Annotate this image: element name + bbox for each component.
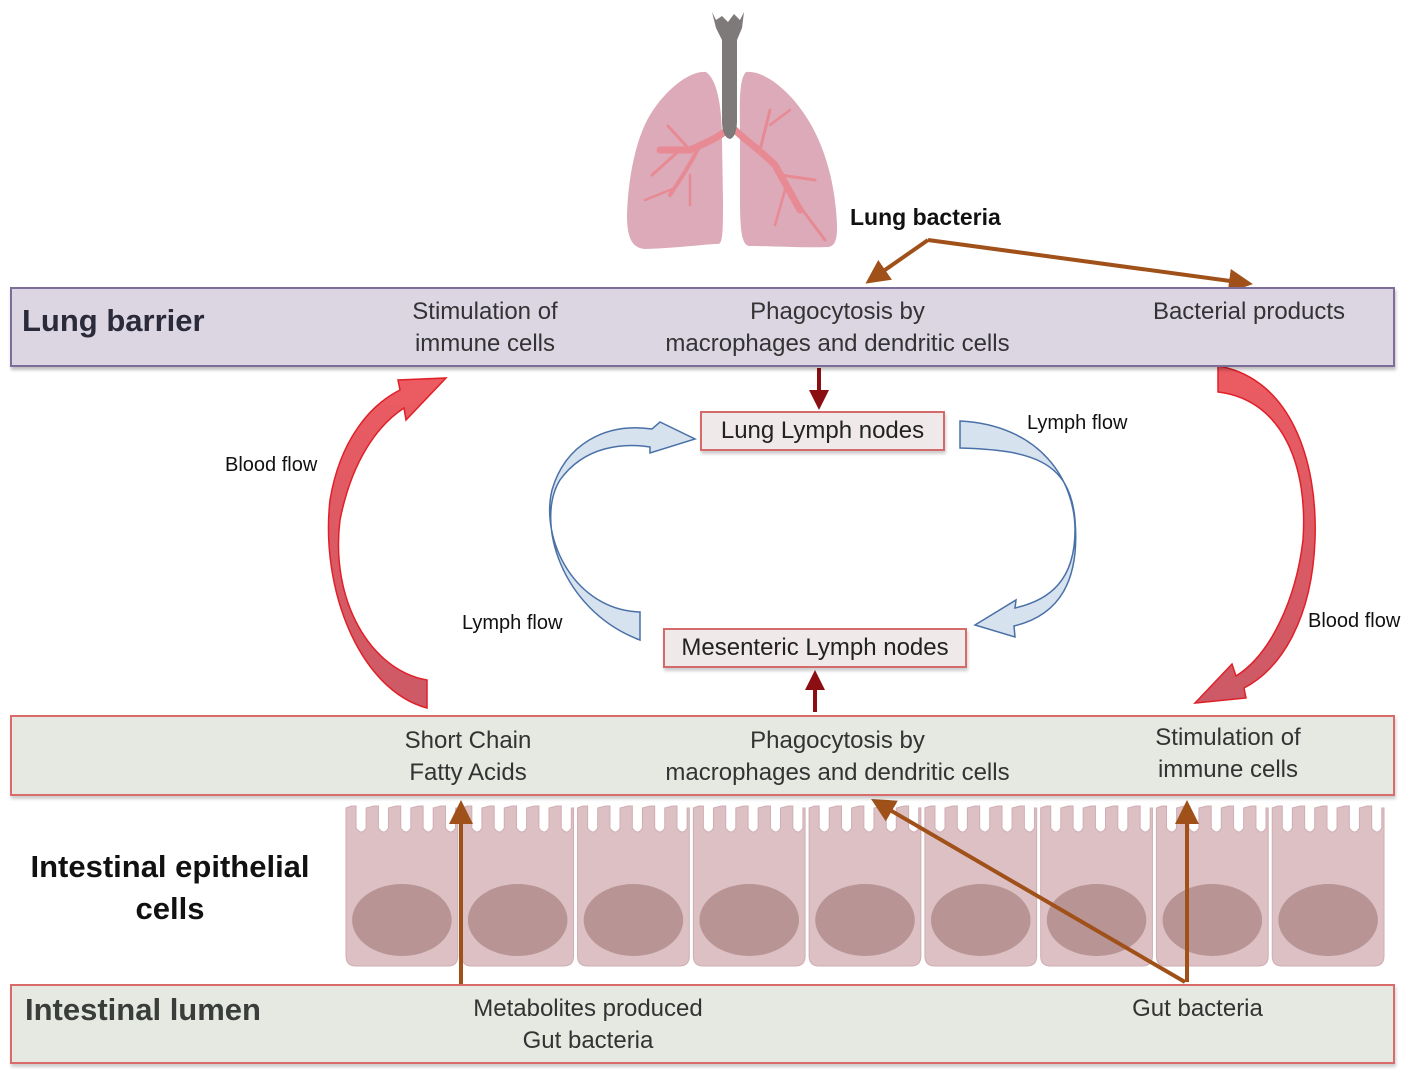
cell-nucleus	[930, 884, 1031, 956]
epithelial-cell	[1271, 805, 1385, 967]
lung-stimulation-line-1: Stimulation of	[412, 298, 558, 325]
cell-nucleus	[467, 884, 568, 956]
scfa-line-1: Short Chain	[404, 727, 532, 754]
cell-nucleus	[1046, 884, 1147, 956]
lung-stimulation-line-2: immune cells	[414, 330, 556, 357]
intestinal-lumen-band	[10, 984, 1395, 1064]
lung-bacteria-label: Lung bacteria	[850, 204, 1001, 230]
epithelial-cell	[577, 805, 690, 967]
mesenteric-lymph-nodes-box: Mesenteric Lymph nodes	[663, 628, 967, 668]
intestinal-lumen-heading: Intestinal lumen	[25, 992, 261, 1027]
epithelial-cell	[1040, 805, 1153, 967]
intestinal-barrier-band	[10, 715, 1395, 796]
epithelial-cell	[345, 805, 459, 967]
gut-phagocytosis-text: Phagocytosis by macrophages and dendriti…	[640, 725, 1035, 789]
arrow-to-phagocytosis	[865, 238, 930, 284]
right-lung	[739, 71, 838, 248]
gut-stimulation-line-1: Stimulation of	[1155, 724, 1301, 751]
lung-phagocytosis-line-2: macrophages and dendritic cells	[665, 330, 1010, 357]
bronchi	[643, 108, 827, 242]
lungs-illustration	[627, 12, 838, 249]
cell-nucleus	[699, 884, 800, 956]
cell-nucleus	[1162, 884, 1263, 956]
blood-flow-arrow-left	[327, 377, 448, 709]
lung-phagocytosis-line-1: Phagocytosis by	[750, 298, 925, 325]
lymph-flow-arrow-left	[548, 421, 698, 642]
cell-nucleus	[352, 884, 452, 956]
epithelial-cells	[345, 805, 1385, 967]
gut-phagocytosis-line-2: macrophages and dendritic cells	[665, 759, 1010, 786]
metabolites-text: Metabolites produced Gut bacteria	[448, 993, 728, 1057]
cell-nucleus	[583, 884, 684, 956]
trachea	[712, 12, 744, 139]
arrow-gut-bacteria-to-phagocytosis	[871, 798, 1187, 984]
left-lung	[627, 71, 723, 249]
epithelial-cell	[1155, 805, 1269, 967]
epithelial-heading-line-1: Intestinal epithelial	[30, 849, 310, 884]
epithelial-heading-line-2: cells	[135, 891, 205, 926]
metabolites-line-1: Metabolites produced	[473, 995, 703, 1022]
gut-bacteria-text: Gut bacteria	[1132, 995, 1263, 1022]
lung-barrier-heading: Lung barrier	[22, 303, 205, 338]
lymph-flow-arrow-right	[959, 420, 1077, 639]
blood-flow-label-right: Blood flow	[1308, 610, 1401, 632]
cell-nucleus	[815, 884, 915, 956]
epithelial-cell	[692, 805, 806, 967]
lung-lymph-nodes-box: Lung Lymph nodes	[700, 411, 945, 451]
blood-flow-label-left: Blood flow	[225, 454, 318, 476]
scfa-text: Short Chain Fatty Acids	[370, 725, 566, 789]
arrow-to-bacterial-products	[927, 238, 1253, 293]
lung-bacteria-arrows	[865, 238, 1253, 293]
metabolites-line-2: Gut bacteria	[522, 1027, 654, 1054]
scfa-line-2: Fatty Acids	[409, 759, 527, 786]
gut-stimulation-line-2: immune cells	[1157, 756, 1299, 783]
blood-flow-arrow-right	[1193, 365, 1316, 704]
gut-stimulation-text: Stimulation of immune cells	[1128, 722, 1328, 786]
cell-nucleus	[1278, 884, 1378, 956]
lymph-flow-label-right: Lymph flow	[1027, 412, 1128, 434]
lung-barrier-band	[10, 287, 1395, 367]
lymph-flow-label-left: Lymph flow	[462, 612, 563, 634]
gut-phagocytosis-line-1: Phagocytosis by	[750, 727, 925, 754]
epithelial-cell	[808, 805, 922, 967]
epithelial-cells-heading: Intestinal epithelial cells	[15, 846, 325, 930]
lung-phagocytosis-text: Phagocytosis by macrophages and dendriti…	[640, 296, 1035, 360]
lung-stimulation-text: Stimulation of immune cells	[380, 296, 590, 360]
bacterial-products-text: Bacterial products	[1152, 298, 1346, 325]
epithelial-cell	[461, 805, 575, 967]
